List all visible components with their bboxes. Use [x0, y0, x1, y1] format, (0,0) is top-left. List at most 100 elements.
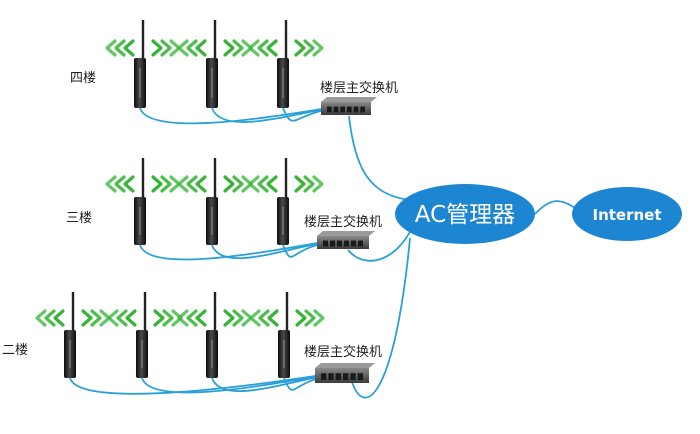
switch-port: [357, 373, 363, 380]
switch-port: [328, 373, 334, 380]
signal-wave-left: [257, 175, 269, 193]
ap-led-strip: [282, 68, 284, 98]
switch-port: [327, 106, 332, 113]
signal-wave-left: [195, 309, 207, 327]
wireless-access-point-icon: [206, 292, 218, 378]
signal-wave-right: [162, 309, 174, 327]
signal-wave-left: [116, 309, 128, 327]
switch-port: [343, 373, 349, 380]
wifi-signal-icon: [35, 309, 111, 327]
switch-port: [360, 106, 365, 113]
signal-wave-left: [177, 39, 189, 57]
wireless-access-point-icon: [206, 20, 218, 108]
signal-wave-left: [266, 175, 278, 193]
wireless-access-point-icon: [136, 292, 148, 378]
ap-led-strip: [69, 340, 71, 368]
signal-wave-left: [107, 309, 119, 327]
signal-wave-left: [125, 309, 137, 327]
signal-wave-right: [223, 309, 235, 327]
ac-controller-label: AC管理器: [415, 202, 515, 228]
signal-wave-left: [248, 39, 260, 57]
ap-led-strip: [141, 340, 143, 368]
ap-led-strip: [282, 207, 284, 235]
signal-wave-right: [232, 39, 244, 57]
wifi-signal-icon: [249, 309, 325, 327]
switch-port: [330, 240, 335, 247]
wifi-signal-icon: [177, 39, 253, 57]
signal-wave-right: [160, 39, 172, 57]
ap-to-switch-cable: [139, 107, 326, 125]
wireless-access-point-icon: [134, 158, 146, 245]
wireless-access-point-icon: [277, 20, 289, 108]
signal-wave-right: [151, 39, 163, 57]
signal-wave-left: [186, 39, 198, 57]
switch-top: [317, 231, 375, 236]
signal-wave-left: [249, 309, 261, 327]
access-point-layer: [35, 20, 325, 378]
switch4-to-ac-cable: [348, 115, 411, 201]
switch-port: [335, 373, 341, 380]
signal-wave-left: [266, 39, 278, 57]
switch-top: [315, 363, 375, 368]
signal-wave-right: [313, 309, 325, 327]
switch-port: [323, 240, 328, 247]
floor-label-2: 二楼: [2, 343, 28, 358]
wireless-access-point-icon: [278, 292, 290, 378]
signal-wave-right: [151, 175, 163, 193]
signal-wave-left: [177, 175, 189, 193]
cable-layer: [69, 107, 576, 399]
ap-to-switch-cable: [211, 107, 330, 123]
internet-cloud: [572, 187, 682, 241]
ap-to-switch-cable: [141, 374, 324, 394]
switch-port: [351, 240, 356, 247]
signal-wave-left: [195, 175, 207, 193]
switch-port: [347, 106, 352, 113]
switch-front: [321, 102, 371, 115]
switch-port: [333, 106, 339, 113]
signal-wave-left: [44, 309, 56, 327]
signal-wave-left: [186, 175, 198, 193]
network-switch-icon: [315, 363, 375, 383]
signal-wave-right: [160, 175, 172, 193]
ap-led-strip: [139, 207, 141, 235]
signal-wave-right: [312, 39, 324, 57]
signal-wave-right: [90, 309, 102, 327]
ap-led-strip: [211, 207, 213, 235]
signal-wave-left: [248, 175, 260, 193]
switch2-to-ac-cable: [351, 237, 411, 399]
signal-wave-left: [123, 39, 135, 57]
ap-led-strip: [211, 68, 213, 98]
signal-wave-left: [53, 309, 65, 327]
switch3-to-ac-cable: [347, 227, 413, 262]
signal-wave-right: [303, 175, 315, 193]
ac-controller-cloud: [395, 184, 535, 244]
wireless-access-point-icon: [206, 158, 218, 245]
signal-wave-left: [195, 39, 207, 57]
signal-wave-right: [232, 175, 244, 193]
switch-layer: [315, 97, 377, 383]
signal-wave-right: [232, 309, 244, 327]
ap-to-switch-cable: [139, 241, 322, 261]
signal-wave-left: [105, 39, 117, 57]
network-switch-icon: [321, 97, 377, 115]
switch-label-floor4: 楼层主交换机: [320, 80, 398, 96]
ap-led-strip: [211, 340, 213, 368]
signal-wave-right: [81, 309, 93, 327]
internet-label: Internet: [592, 206, 661, 224]
wifi-signal-icon: [177, 309, 253, 327]
switch-port: [350, 373, 356, 380]
signal-wave-left: [114, 39, 126, 57]
wifi-signal-icon: [248, 175, 324, 193]
wireless-access-point-icon: [277, 158, 289, 245]
ac-to-internet-cable: [534, 200, 576, 215]
signal-wave-right: [295, 309, 307, 327]
ap-led-strip: [139, 68, 141, 98]
signal-wave-left: [186, 309, 198, 327]
signal-wave-left: [105, 175, 117, 193]
signal-wave-left: [257, 39, 269, 57]
signal-wave-right: [153, 309, 165, 327]
switch-label-floor2: 楼层主交换机: [304, 344, 382, 360]
switch-port: [344, 240, 349, 247]
signal-wave-right: [223, 39, 235, 57]
